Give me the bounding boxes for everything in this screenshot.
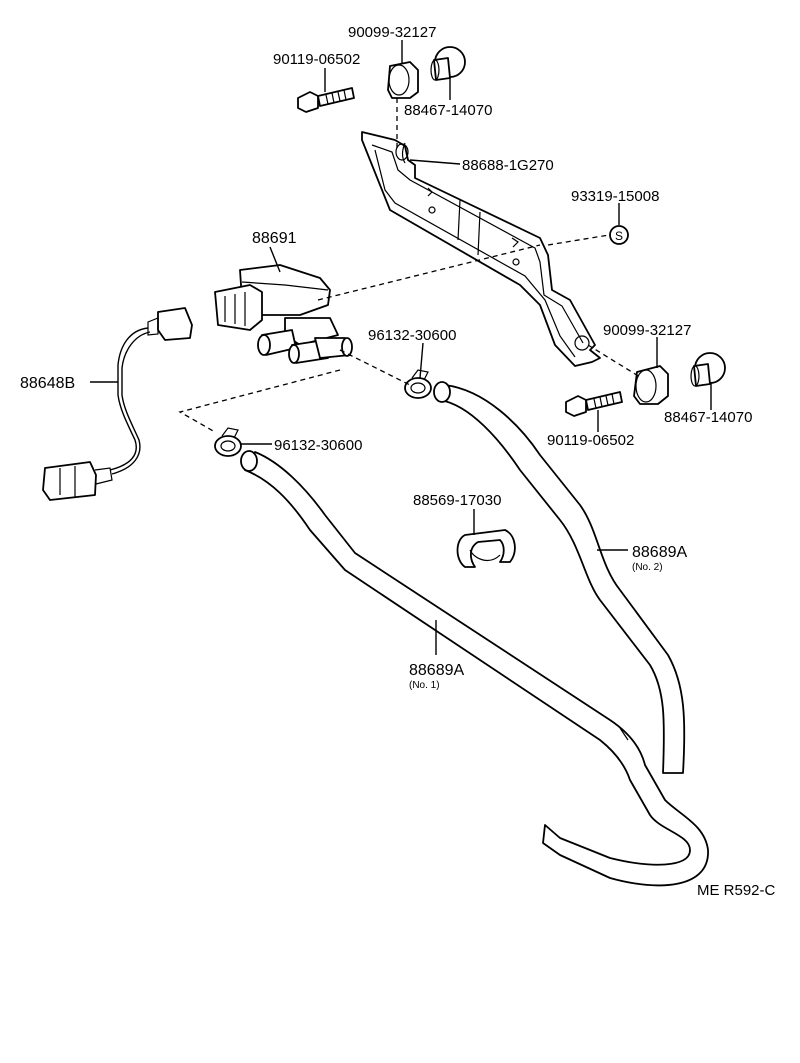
label-screw: 93319-15008 (571, 188, 659, 205)
label-hose-clip: 88569-17030 (413, 492, 501, 509)
reference-code: ME R592-C (697, 882, 776, 899)
hose-no1 (240, 450, 709, 887)
label-bracket: 88688-1G270 (462, 157, 554, 174)
label-clamp-right: 96132-30600 (368, 327, 456, 344)
bracket (361, 131, 601, 367)
label-washer-nut-top: 90099-32127 (348, 24, 436, 41)
bolt-right (565, 391, 623, 417)
bolt-top (297, 87, 355, 113)
label-hose-no2: 88689A (632, 544, 687, 561)
hose-clip (456, 529, 516, 568)
wire-harness (42, 307, 193, 501)
clamp-right (404, 369, 432, 399)
assembly-lines (178, 98, 641, 433)
label-bolt-top: 90119-06502 (273, 51, 360, 68)
s-symbol-text: S (615, 229, 623, 243)
part-labels: 90099-32127 90119-06502 88467-14070 8868… (20, 24, 776, 899)
label-bolt-right: 90119-06502 (547, 432, 634, 449)
label-grommet-right: 88467-14070 (664, 409, 752, 426)
grommet-top (430, 46, 466, 81)
label-hose-no1-sub: (No. 1) (409, 680, 440, 691)
vsv-valve (214, 264, 353, 364)
label-wire-harness: 88648B (20, 375, 75, 392)
washer-nut-top (387, 61, 419, 99)
label-hose-no1: 88689A (409, 662, 464, 679)
hose-no2 (433, 381, 686, 774)
label-clamp-left: 96132-30600 (274, 437, 362, 454)
label-washer-nut-right: 90099-32127 (603, 322, 691, 339)
leader-lines (90, 40, 712, 655)
label-hose-no2-sub: (No. 2) (632, 562, 663, 573)
grommet-right (690, 352, 726, 387)
clamp-left (214, 427, 242, 457)
label-vsv: 88691 (252, 230, 297, 247)
label-grommet-top: 88467-14070 (404, 102, 492, 119)
s-symbol-marker: S (609, 225, 629, 245)
washer-nut-right (633, 365, 669, 405)
